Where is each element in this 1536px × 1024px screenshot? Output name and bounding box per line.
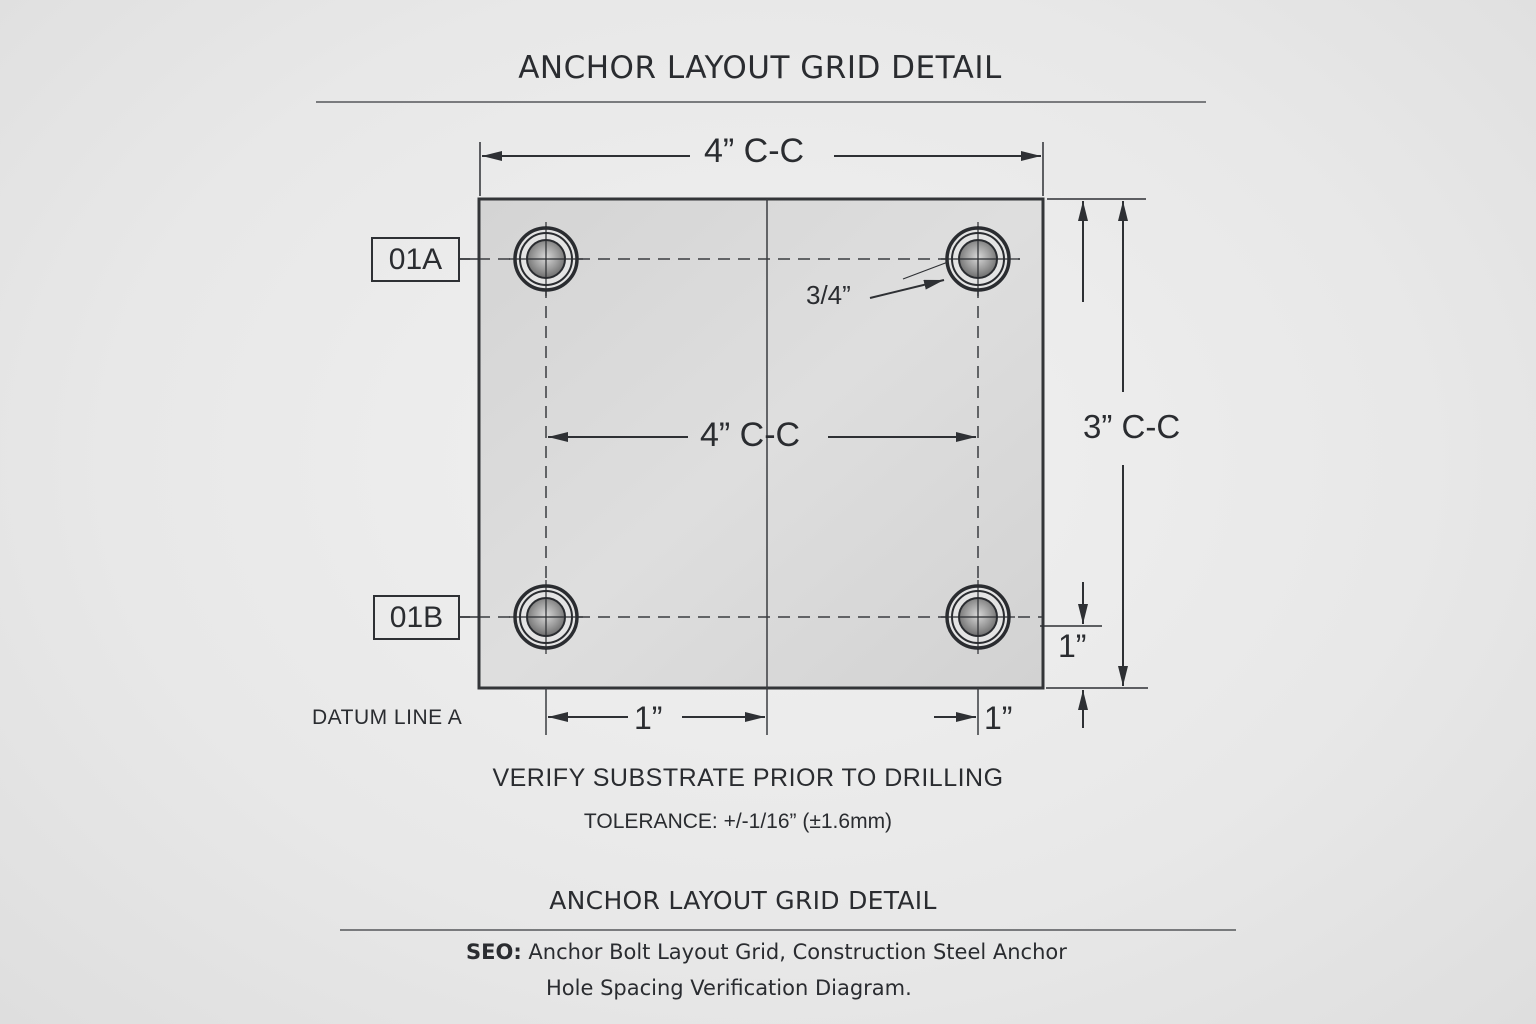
bottom-right-offset-label: 1” [984, 700, 1013, 736]
seo-line-2: Hole Spacing Verification Diagram. [546, 976, 912, 1000]
middle-dimension-label: 4” C-C [700, 416, 801, 454]
footer-title: ANCHOR LAYOUT GRID DETAIL [549, 886, 937, 915]
tolerance-note: TOLERANCE: +/-1/16” (±1.6mm) [583, 810, 893, 833]
top-dimension [479, 142, 1044, 196]
anchor-hole-01A-right [941, 222, 1020, 296]
anchor-hole-01A-left [509, 222, 583, 296]
bottom-left-offset-label: 1” [634, 700, 663, 736]
verify-note: VERIFY SUBSTRATE PRIOR TO DRILLING [492, 764, 1004, 792]
datum-line-label: DATUM LINE A [312, 706, 463, 729]
anchor-hole-01B-right [941, 580, 1015, 654]
top-dimension-label: 4” C-C [704, 132, 805, 170]
seo-line-1: SEO: Anchor Bolt Layout Grid, Constructi… [466, 940, 1067, 964]
anchor-hole-01B-left [509, 580, 583, 654]
row-label-01A: 01A [371, 237, 460, 282]
seo-key: SEO: [466, 940, 522, 964]
hole-diameter-leader [869, 261, 949, 299]
vertical-dimension-label: 3” C-C [1083, 408, 1181, 445]
vertical-dimension [1040, 198, 1148, 728]
right-bottom-offset-label: 1” [1058, 628, 1087, 664]
hole-diameter-label: 3/4” [806, 280, 851, 310]
row-label-01B: 01B [373, 595, 460, 640]
seo-text-1: Anchor Bolt Layout Grid, Construction St… [521, 940, 1067, 964]
page-title: ANCHOR LAYOUT GRID DETAIL [518, 50, 1002, 86]
